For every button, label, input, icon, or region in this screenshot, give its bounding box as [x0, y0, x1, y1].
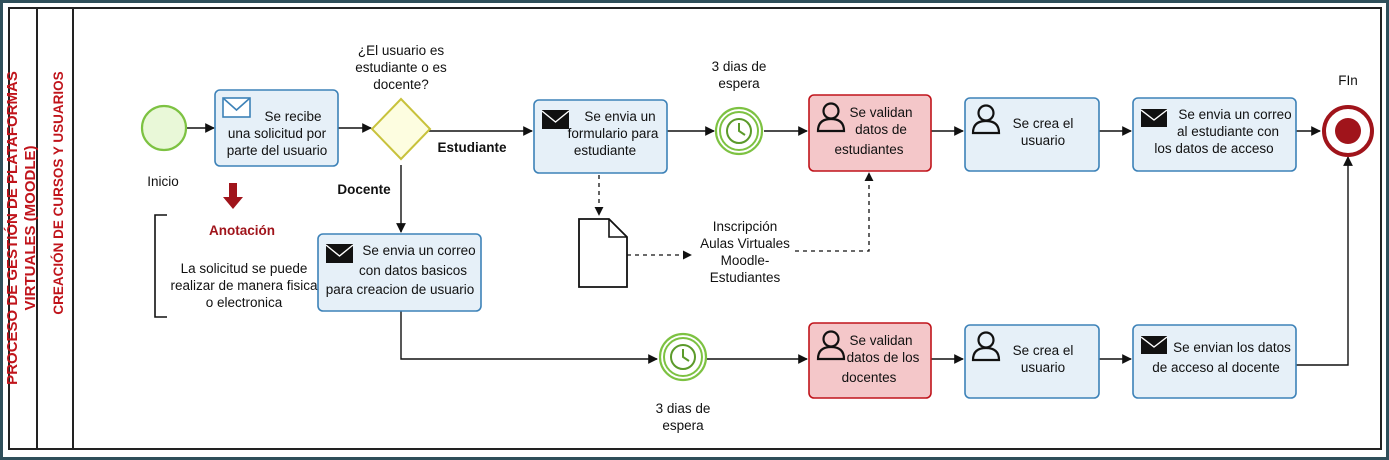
- task-receive-request-line1: Se recibe: [264, 109, 321, 124]
- data-object-label-line4: Estudiantes: [710, 270, 781, 285]
- timer-teacher-line2: espera: [662, 418, 704, 433]
- timer-event-student: 3 dias de espera: [712, 59, 767, 156]
- data-object-label-line2: Aulas Virtuales: [700, 236, 790, 251]
- user-icon: [816, 330, 846, 361]
- timer-student-line1: 3 dias de: [712, 59, 767, 74]
- task-send-access-teacher-line1: Se envian los datos: [1173, 340, 1291, 355]
- envelope-filled-icon: [325, 244, 354, 263]
- task-validate-teachers-line2: datos de los: [847, 350, 920, 365]
- task-receive-request: Se recibe una solicitud por parte del us…: [214, 89, 339, 167]
- task-send-mail-teacher: Se envia un correo con datos basicos par…: [317, 233, 482, 312]
- task-create-user-student: Se crea el usuario: [964, 97, 1100, 172]
- end-event: FIn: [1322, 73, 1374, 157]
- task-send-form-line2: formulario para: [568, 126, 659, 141]
- annotation-bracket: [154, 214, 167, 318]
- task-create-user-teacher: Se crea el usuario: [964, 324, 1100, 399]
- timer-teacher-line1: 3 dias de: [656, 401, 711, 416]
- clock-icon: [726, 118, 752, 144]
- clock-icon: [670, 344, 696, 370]
- task-send-form: Se envia un formulario para estudiante: [533, 99, 668, 174]
- task-send-mail-student: Se envia un correo al estudiante con los…: [1132, 97, 1297, 172]
- pool-title-line1: PROCESO DE GESTIÓN DE PLATAFORMAS: [3, 71, 21, 385]
- task-validate-students: Se validan datos de estudiantes: [808, 94, 932, 172]
- task-send-mail-student-line1: Se envia un correo: [1178, 107, 1291, 122]
- task-validate-teachers-box: [808, 322, 932, 399]
- user-icon: [971, 104, 1001, 135]
- pool-title-line2: VIRTUALES (MOODLE): [22, 146, 39, 311]
- timer-event-teacher: 3 dias de espera: [656, 332, 711, 433]
- task-receive-request-line3: parte del usuario: [227, 143, 328, 158]
- start-event-label: Inicio: [147, 174, 179, 189]
- end-event-inner: [1335, 118, 1361, 144]
- pool-title: PROCESO DE GESTIÓN DE PLATAFORMAS VIRTUA…: [3, 71, 39, 385]
- task-validate-teachers: Se validan datos de los docentes: [808, 322, 932, 399]
- envelope-outline-icon: [222, 97, 251, 118]
- lane-title-text: CREACIÓN DE CURSOS Y USUARIOS: [51, 71, 66, 314]
- task-create-user-student-line1: Se crea el: [1013, 116, 1074, 131]
- task-create-user-teacher-box: [964, 324, 1100, 399]
- gateway-question-line1: ¿El usuario es: [358, 43, 445, 58]
- user-icon: [816, 102, 846, 133]
- task-send-mail-teacher-line1: Se envia un correo: [362, 243, 475, 258]
- process-diagram: PROCESO DE GESTIÓN DE PLATAFORMAS VIRTUA…: [3, 7, 1382, 450]
- task-send-mail-teacher-box: [317, 233, 482, 312]
- sequence-flows: [186, 123, 1353, 366]
- envelope-filled-icon: [541, 110, 570, 129]
- assoc-label-to-validate: [795, 172, 874, 252]
- annotation-line1: La solicitud se puede: [181, 261, 308, 276]
- task-validate-teachers-line3: docentes: [842, 370, 897, 385]
- annotation-line3: o electronica: [206, 295, 283, 310]
- data-object-document: [578, 218, 628, 288]
- task-send-mail-student-box: [1132, 97, 1297, 172]
- envelope-filled-icon: [1140, 109, 1168, 127]
- user-icon: [971, 331, 1001, 362]
- exclusive-gateway: ¿El usuario es estudiante o es docente? …: [337, 43, 507, 197]
- task-send-form-line3: estudiante: [574, 143, 636, 158]
- document-icon: [578, 218, 628, 288]
- start-event-circle: [140, 104, 188, 152]
- gateway-branch-student: Estudiante: [437, 140, 507, 155]
- task-validate-students-box: [808, 94, 932, 172]
- task-create-user-teacher-line2: usuario: [1021, 360, 1065, 375]
- envelope-filled-icon: [1140, 336, 1168, 354]
- task-send-mail-teacher-line2: con datos basicos: [359, 263, 467, 278]
- diagram-canvas: PROCESO DE GESTIÓN DE PLATAFORMAS VIRTUA…: [3, 3, 1386, 457]
- task-create-user-teacher-line1: Se crea el: [1013, 343, 1074, 358]
- data-object-label-line1: Inscripción: [713, 219, 778, 234]
- task-validate-students-line1: Se validan: [849, 105, 912, 120]
- task-create-user-student-box: [964, 97, 1100, 172]
- task-validate-students-line3: estudiantes: [834, 142, 903, 157]
- gateway-diamond: [370, 97, 432, 161]
- task-validate-teachers-line1: Se validan: [849, 333, 912, 348]
- end-event-label: FIn: [1338, 73, 1358, 88]
- task-send-access-teacher-line2: de acceso al docente: [1152, 360, 1280, 375]
- task-send-mail-student-line2: al estudiante con: [1177, 124, 1279, 139]
- lane-title: CREACIÓN DE CURSOS Y USUARIOS: [51, 71, 66, 314]
- annotation-line2: realizar de manera fisica: [170, 278, 318, 293]
- gateway-question-line3: docente?: [373, 77, 429, 92]
- timer-student-line2: espera: [718, 76, 760, 91]
- annotation-arrow: [223, 183, 243, 209]
- start-event: Inicio: [140, 104, 188, 189]
- data-object-label-line3: Moodle-: [721, 253, 770, 268]
- gateway-question-line2: estudiante o es: [355, 60, 447, 75]
- task-validate-students-line2: datos de: [855, 122, 907, 137]
- data-associations: [594, 172, 874, 260]
- task-send-mail-student-line3: los datos de acceso: [1154, 141, 1273, 156]
- task-send-access-teacher: Se envian los datos de acceso al docente: [1132, 324, 1297, 399]
- task-receive-request-line2: una solicitud por: [228, 126, 327, 141]
- annotation-title: Anotación: [209, 223, 275, 238]
- task-send-form-line1: Se envia un: [584, 109, 655, 124]
- task-create-user-student-line2: usuario: [1021, 133, 1065, 148]
- flow-access-to-end: [1296, 156, 1353, 366]
- task-send-access-teacher-box: [1132, 324, 1297, 399]
- down-arrow-icon: [223, 183, 243, 209]
- gateway-branch-teacher: Docente: [337, 182, 391, 197]
- task-send-mail-teacher-line3: para creacion de usuario: [326, 282, 475, 297]
- flow-teacher-to-timer: [400, 311, 658, 364]
